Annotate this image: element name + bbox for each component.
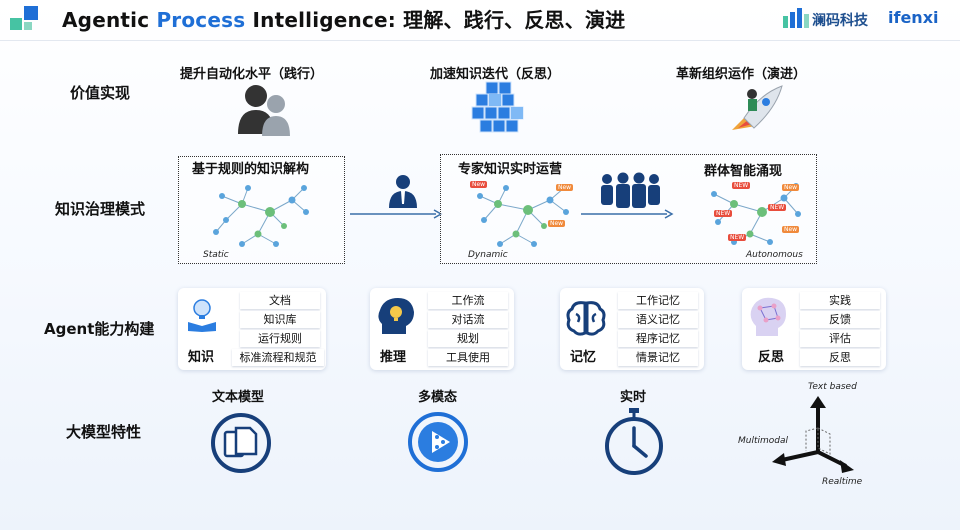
model-feature-label: 文本模型 bbox=[212, 390, 265, 405]
play-icon bbox=[408, 412, 468, 472]
axis-label-right: Realtime bbox=[822, 477, 863, 487]
expert-person-icon bbox=[389, 175, 417, 208]
new-tag: NEW bbox=[732, 182, 751, 189]
capability-item: 程序记忆 bbox=[618, 330, 698, 347]
brand-name-cn: 澜码科技 bbox=[812, 13, 868, 29]
stopwatch-icon bbox=[605, 408, 663, 475]
dynamic-knowledge-box bbox=[440, 154, 817, 264]
axis-label-up: Text based bbox=[808, 382, 857, 392]
capability-item: 情景记忆 bbox=[618, 349, 698, 366]
value-item-organization: 革新组织运作（演进） bbox=[676, 67, 807, 82]
capability-item: 标准流程和规范 bbox=[232, 349, 324, 366]
model-feature-label: 实时 bbox=[620, 390, 647, 405]
capability-item: 文档 bbox=[240, 292, 320, 309]
crowd-icon bbox=[601, 172, 660, 208]
header-divider bbox=[0, 40, 960, 41]
row-label-governance: 知识治理模式 bbox=[55, 200, 146, 218]
head-lightbulb-icon bbox=[378, 298, 414, 334]
new-tag: NEW bbox=[714, 210, 733, 217]
rocket-icon bbox=[732, 85, 783, 130]
ai-head-icon bbox=[750, 297, 786, 336]
capability-item: 评估 bbox=[800, 330, 880, 347]
row-label-agent: Agent能力构建 bbox=[44, 320, 155, 338]
arrow-to-dynamic bbox=[350, 209, 443, 219]
new-tag: NEW bbox=[728, 234, 747, 241]
capability-item: 对话流 bbox=[428, 311, 508, 328]
page-title: Agentic Process Intelligence: 理解、践行、反思、演… bbox=[62, 4, 625, 33]
capability-item: 语义记忆 bbox=[618, 311, 698, 328]
new-tag: New bbox=[470, 181, 488, 188]
app-logo-icon bbox=[10, 6, 38, 30]
brand-name-en: ifenxi bbox=[888, 8, 939, 27]
agent-card-memory: 记忆 工作记忆 语义记忆 程序记忆 情景记忆 bbox=[560, 288, 704, 370]
autonomous-tag: Autonomous bbox=[746, 250, 803, 260]
new-tag: New bbox=[782, 226, 800, 233]
agent-card-knowledge: 知识 文档 知识库 运行规则 标准流程和规范 bbox=[178, 288, 326, 370]
people-icon bbox=[238, 85, 290, 136]
value-item-automation: 提升自动化水平（践行） bbox=[180, 67, 324, 82]
agent-card-label: 反思 bbox=[758, 350, 785, 365]
agent-card-reasoning: 推理 工作流 对话流 规划 工具使用 bbox=[370, 288, 514, 370]
cubes-icon bbox=[471, 81, 524, 133]
axis-label-left: Multimodal bbox=[738, 436, 789, 446]
capability-item: 知识库 bbox=[240, 311, 320, 328]
model-feature-label: 多模态 bbox=[418, 390, 458, 405]
capability-item: 规划 bbox=[428, 330, 508, 347]
row-label-model: 大模型特性 bbox=[66, 423, 142, 441]
capability-item: 实践 bbox=[800, 292, 880, 309]
capability-item: 工具使用 bbox=[428, 349, 508, 366]
arrow-to-autonomous bbox=[581, 209, 674, 219]
brain-icon bbox=[566, 301, 606, 336]
value-item-knowledge: 加速知识迭代（反思） bbox=[430, 67, 561, 82]
capability-item: 运行规则 bbox=[240, 330, 320, 347]
title-prefix: Agentic bbox=[62, 8, 157, 32]
new-tag: NEW bbox=[768, 204, 787, 211]
brand-logo-icon bbox=[783, 8, 809, 28]
agent-card-reflection: 反思 实践 反馈 评估 反思 bbox=[742, 288, 886, 370]
new-tag: New bbox=[548, 220, 566, 227]
documents-icon bbox=[211, 413, 271, 473]
dynamic-box-title-left: 专家知识实时运营 bbox=[458, 162, 563, 177]
knowledge-graph-static bbox=[213, 185, 309, 247]
agent-card-label: 记忆 bbox=[570, 350, 597, 365]
knowledge-graph-dynamic bbox=[477, 185, 569, 247]
title-highlight: Process bbox=[156, 8, 246, 32]
agent-card-label: 知识 bbox=[188, 350, 215, 365]
capability-item: 工作流 bbox=[428, 292, 508, 309]
dynamic-box-title-right: 群体智能涌现 bbox=[704, 164, 783, 179]
row-label-value: 价值实现 bbox=[70, 84, 131, 102]
book-lightbulb-icon bbox=[188, 299, 216, 332]
capability-item: 反馈 bbox=[800, 311, 880, 328]
static-tag: Static bbox=[203, 250, 229, 260]
agent-card-label: 推理 bbox=[380, 350, 407, 365]
static-box-title: 基于规则的知识解构 bbox=[192, 162, 310, 177]
new-tag: New bbox=[556, 184, 574, 191]
title-suffix: Intelligence: 理解、践行、反思、演进 bbox=[245, 8, 626, 32]
dynamic-tag: Dynamic bbox=[468, 250, 508, 260]
capability-item: 反思 bbox=[800, 349, 880, 366]
capability-axes-icon bbox=[772, 396, 854, 473]
new-tag: New bbox=[782, 184, 800, 191]
capability-item: 工作记忆 bbox=[618, 292, 698, 309]
